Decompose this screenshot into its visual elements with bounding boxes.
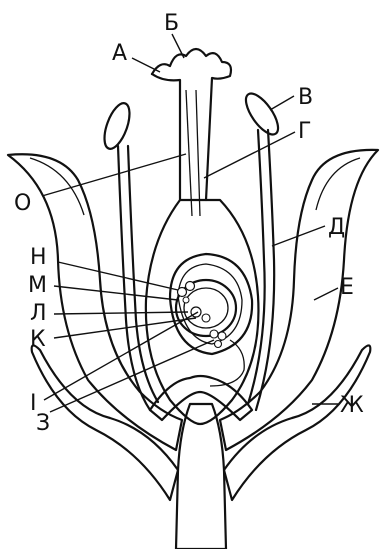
- anther-right: [240, 89, 284, 140]
- leader-lines: [42, 34, 338, 412]
- label-K: К: [30, 327, 46, 352]
- anther-left: [99, 100, 134, 152]
- stamens: [99, 89, 284, 410]
- pistil: [146, 49, 259, 424]
- label-Z: З: [36, 411, 50, 436]
- pedicel: [176, 404, 226, 549]
- label-G: Г: [298, 119, 311, 144]
- label-L: Л: [30, 301, 47, 326]
- label-V: В: [298, 85, 313, 110]
- label-M: М: [28, 273, 47, 298]
- receptacle-tissue: [150, 376, 252, 420]
- label-O: О: [14, 191, 31, 216]
- label-A: А: [112, 41, 127, 66]
- label-Zh: Ж: [340, 393, 364, 418]
- labels: А Б В Г О Д Н М Л К Е І З Ж: [14, 11, 364, 436]
- label-D: Д: [328, 215, 345, 240]
- ovule: [176, 280, 244, 386]
- label-B: Б: [164, 11, 179, 36]
- label-E: Е: [340, 275, 354, 300]
- label-N: Н: [30, 245, 47, 270]
